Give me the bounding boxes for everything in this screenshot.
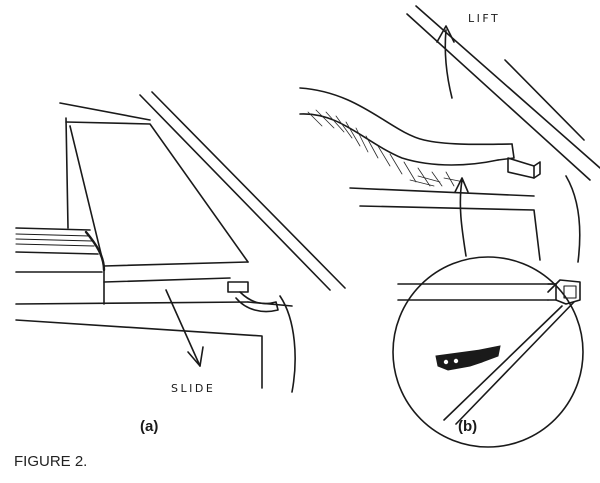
board-front-edge — [103, 261, 249, 267]
stack-line — [15, 227, 91, 231]
panel-b-drawing — [299, 5, 600, 448]
detail-rail — [443, 305, 563, 421]
detail-circle — [392, 256, 584, 448]
cabinet-curve — [565, 175, 581, 263]
lift-arrow-head — [436, 25, 455, 43]
panel-a-label: (a) — [140, 418, 158, 435]
board-lower-edge — [103, 277, 231, 283]
cabinet-curve — [279, 295, 296, 393]
joint-shadow — [84, 230, 106, 272]
stack-line — [15, 243, 95, 247]
panel-b-label: (b) — [458, 418, 477, 435]
slide-label: SLIDE — [171, 382, 215, 395]
lift-arrow-shaft — [444, 29, 453, 99]
detail-rail-head — [547, 279, 581, 305]
lift-label: LIFT — [468, 12, 500, 25]
shadow-hatching — [409, 175, 465, 187]
pointer-arrow-head — [454, 177, 469, 193]
shelf-edge — [15, 301, 249, 305]
rail-line — [406, 13, 591, 181]
board-front — [497, 143, 515, 161]
latch — [227, 281, 249, 293]
rail-line — [139, 94, 331, 291]
stack-line — [15, 251, 99, 255]
stack-line — [15, 233, 91, 237]
slide-arrow-shaft — [165, 289, 201, 367]
board-top-edge — [65, 121, 249, 263]
detail-screw-hole — [453, 358, 459, 364]
detail-screw-hole — [443, 359, 449, 365]
shelf-edge — [349, 187, 535, 197]
edge-line — [59, 102, 151, 121]
post-line — [65, 117, 69, 229]
board-top-edge — [299, 87, 513, 146]
rail-line — [151, 91, 346, 289]
rail-line — [415, 5, 600, 169]
slide-arrow-head — [187, 346, 204, 367]
detail-rail-profile — [563, 285, 577, 299]
rail-line — [504, 59, 585, 141]
detail-bracket — [479, 345, 501, 363]
shelf-front — [15, 319, 263, 389]
pointer-arrow-shaft — [459, 179, 467, 257]
detail-bracket — [435, 349, 483, 371]
shelf-front — [359, 205, 541, 261]
figure-caption: FIGURE 2. — [14, 453, 88, 470]
latch-tab — [235, 291, 279, 313]
detail-board-end — [547, 283, 557, 301]
detail-rail — [455, 301, 575, 425]
rail-block — [533, 161, 541, 179]
rail-block — [507, 157, 535, 179]
shadow-hatching — [307, 109, 455, 187]
board-bottom-edge — [299, 113, 499, 166]
stack-line — [15, 238, 93, 242]
board-seam — [69, 125, 105, 267]
panel-a-drawing — [15, 91, 346, 393]
